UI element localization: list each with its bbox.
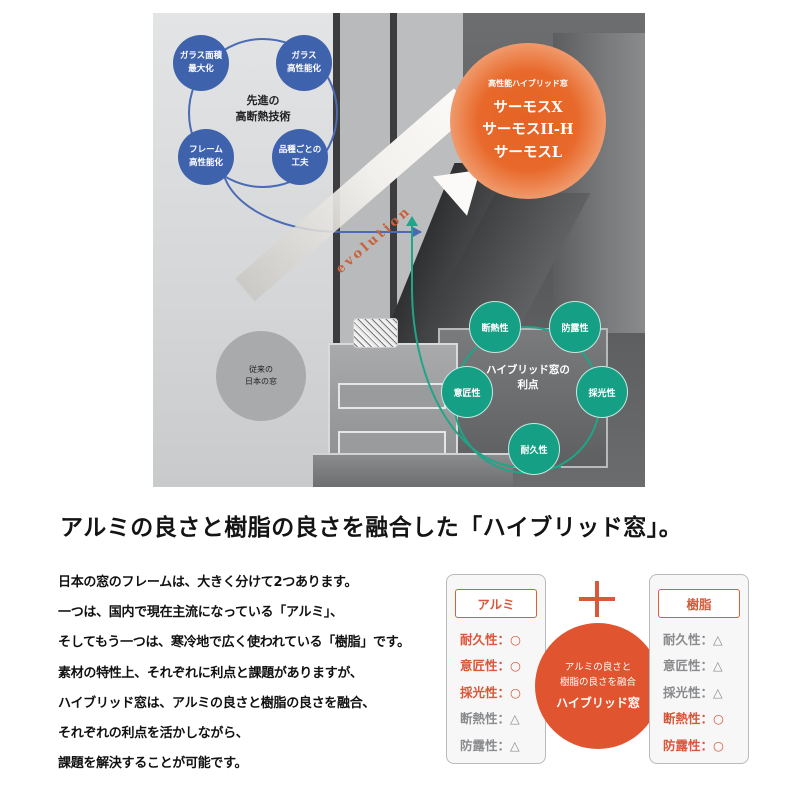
benefit-ring-center: ハイブリッド窓の 利点 [486,364,570,391]
aluminum-insulation: 断熱性：△ [460,711,520,727]
body-line: 素材の特性上、それぞれに利点と課題がありますが、 [58,665,363,681]
insulation-foam [353,318,398,348]
product-name: サーモスII-H [482,121,574,139]
resin-insulation: 断熱性：○ [663,711,724,727]
tech-ring-center: 先進の 高断熱技術 [235,94,291,123]
aluminum-profile [328,343,458,473]
benefit-node-daylight: 採光性 [576,366,628,418]
tech-node-glass-area: ガラス面積 最大化 [173,35,229,91]
resin-daylight: 採光性：△ [663,684,723,700]
product-name: サーモスX [493,98,563,116]
benefit-node-design: 意匠性 [441,366,493,418]
body-line: ハイブリッド窓は、アルミの良さと樹脂の良さを融合、 [58,695,376,711]
aluminum-condensation: 防露性：△ [460,737,520,753]
resin-card: 樹脂 耐久性：△ 意匠性：△ 採光性：△ 断熱性：○ 防露性：○ [649,574,749,764]
arrow-head-icon [406,216,418,226]
hybrid-window-circle: アルミの良さと 樹脂の良さを融合 ハイブリッド窓 [535,623,661,749]
aluminum-card: アルミ 耐久性：○ 意匠性：○ 採光性：○ 断熱性：△ 防露性：△ [446,574,546,764]
aluminum-design: 意匠性：○ [460,658,521,674]
body-line: 一つは、国内で現在主流になっている「アルミ」、 [58,605,343,621]
resin-design: 意匠性：△ [663,658,723,674]
legacy-window-circle: 従来の 日本の窓 [216,331,306,421]
benefit-node-insulation: 断熱性 [469,301,521,353]
sill-profile [313,453,513,487]
product-caption: 高性能ハイブリッド窓 [488,77,568,88]
product-name: サーモスL [493,143,563,161]
benefit-node-condensation: 防露性 [549,301,601,353]
frame-bar [333,13,340,487]
resin-label: 樹脂 [658,589,740,618]
body-line: 課題を解決することが可能です。 [58,756,248,772]
body-line: 日本の窓のフレームは、大きく分けて2つあります。 [58,575,358,590]
aluminum-daylight: 採光性：○ [460,684,521,700]
hybrid-window-title: ハイブリッド窓 [556,695,640,710]
body-paragraph: 日本の窓のフレームは、大きく分けて2つあります。 一つは、国内で現在主流になって… [58,568,448,779]
headline: アルミの良さと樹脂の良さを融合した「ハイブリッド窓」。 [60,514,683,541]
aluminum-label: アルミ [455,589,537,618]
tech-node-product-ingenuity: 品種ごとの 工夫 [272,129,328,185]
aluminum-durability: 耐久性：○ [460,632,521,647]
body-line: そしてもう一つは、寒冷地で広く使われている「樹脂」です。 [58,635,410,651]
resin-condensation: 防露性：○ [663,737,724,753]
resin-durability: 耐久性：△ [663,632,723,647]
benefit-node-durability: 耐久性 [508,423,560,475]
tech-node-glass-performance: ガラス 高性能化 [276,35,332,91]
plus-icon [579,581,615,617]
body-line: それぞれの利点を活かしながら、 [58,726,249,742]
window-frame-diagram: 先進の 高断熱技術 ガラス面積 最大化 ガラス 高性能化 フレーム 高性能化 品… [153,13,645,487]
tech-node-frame-performance: フレーム 高性能化 [178,129,234,185]
product-circle: 高性能ハイブリッド窓 サーモスX サーモスII-H サーモスL [450,43,606,199]
